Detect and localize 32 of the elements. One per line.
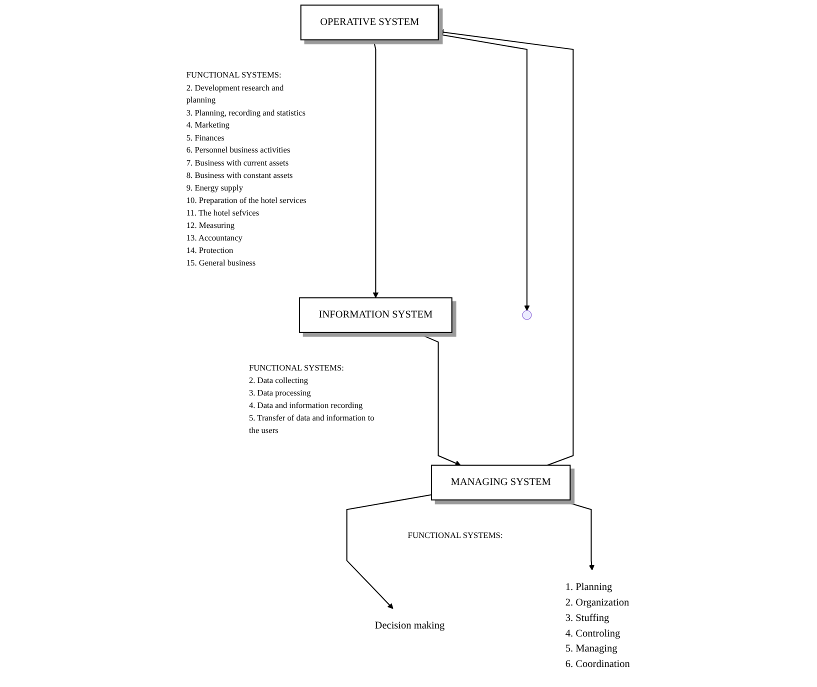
node-label: 8. Business with constant assets	[186, 170, 294, 180]
node-label: 6. Personnel business activities	[186, 145, 291, 155]
arrow	[373, 40, 379, 298]
node-label: 7. Business with current assets	[186, 158, 289, 168]
node-label: 2. Data collecting	[249, 375, 308, 385]
arrow	[438, 34, 530, 311]
node-box	[300, 4, 440, 40]
node-box	[299, 297, 453, 333]
node-label: 3. Planning, recording and statistics	[186, 107, 306, 118]
node-label: 5. Transfer of data and information to the users	[249, 412, 375, 435]
node-label: 10. Preparation of the hotel services	[186, 195, 307, 205]
node-text: Decision making	[375, 620, 446, 632]
node-box	[431, 464, 572, 500]
node-label: 11. The hotel sefvices	[186, 208, 260, 218]
arrow	[416, 332, 462, 466]
arrow	[438, 29, 574, 466]
node-label: 5. Finances	[186, 132, 225, 142]
arrow	[346, 494, 432, 609]
node-label: 2. Development research and planning	[186, 82, 284, 105]
node-label: 3. Data processing	[249, 388, 312, 398]
node-label: 12. Measuring	[186, 220, 235, 230]
node-label: FUNCTIONAL SYSTEMS:	[249, 362, 344, 372]
node-label: 4. Data and information recording	[249, 400, 364, 410]
node-label: 13. Accountancy	[186, 232, 243, 242]
node-label: 15. General business	[186, 258, 256, 268]
arrow	[559, 499, 595, 570]
node-label: 14. Protection	[186, 245, 234, 255]
node-text: 1. Planning 2. Organization 3. Stuffing 4. Controling 5. Managing 6. Coordination	[566, 582, 630, 670]
node-label: FUNCTIONAL SYSTEMS:	[408, 530, 504, 540]
node-label: FUNCTIONAL SYSTEMS:	[186, 70, 282, 80]
node-label: 9. Energy supply	[186, 182, 244, 192]
node-label: 4. Marketing	[186, 120, 230, 130]
